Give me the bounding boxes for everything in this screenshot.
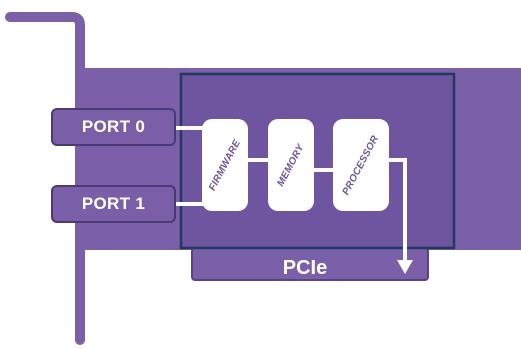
arrow-down-icon — [397, 260, 413, 274]
port1-label: PORT 1 — [81, 194, 146, 213]
port1-box: PORT 1 — [51, 185, 176, 223]
firmware-label: FIRMWARE — [206, 137, 244, 193]
processor-label: PROCESSOR — [340, 133, 382, 197]
memory-label: MEMORY — [275, 142, 307, 188]
mounting-bracket — [5, 12, 85, 345]
memory-chip: MEMORY — [268, 119, 314, 211]
processor-chip: PROCESSOR — [333, 119, 389, 211]
firmware-chip: FIRMWARE — [202, 119, 248, 211]
port0-label: PORT 0 — [81, 117, 146, 136]
pcie-label: PCIe — [282, 256, 328, 279]
processor-to-pcie-line — [388, 158, 407, 262]
port0-box: PORT 0 — [51, 108, 176, 146]
